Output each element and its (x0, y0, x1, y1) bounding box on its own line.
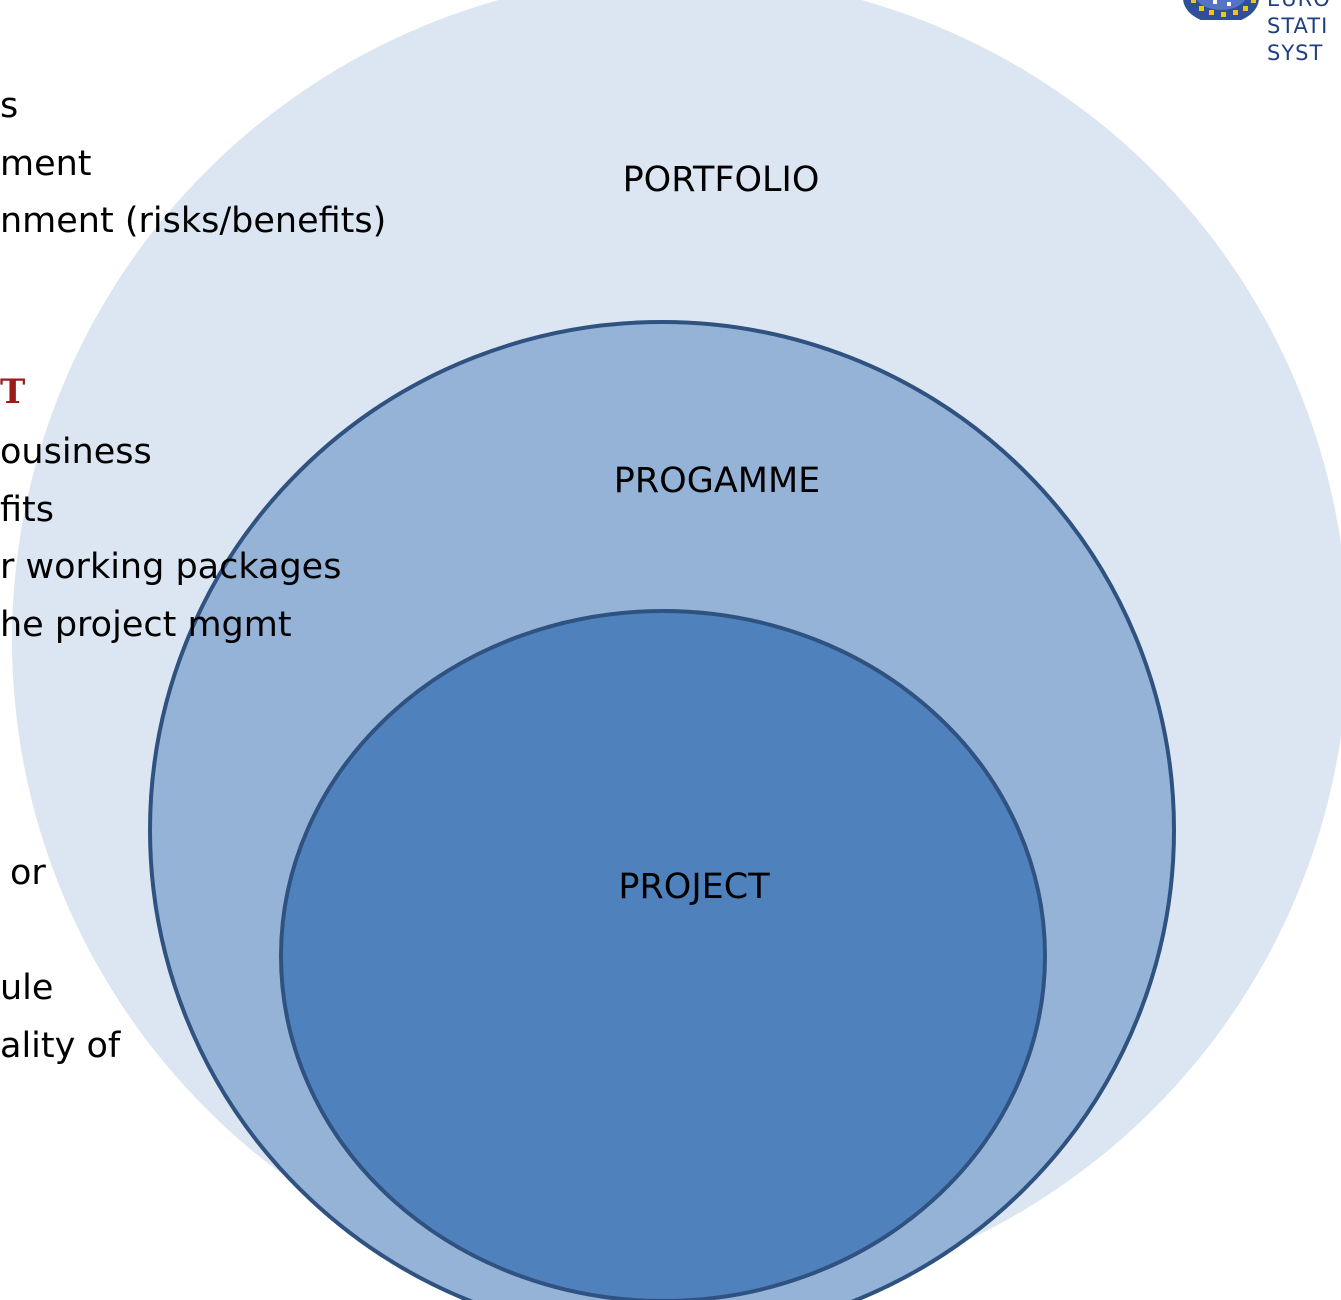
programme-text-line-2: fits (0, 490, 55, 530)
portfolio-label: PORTFOLIO (623, 160, 820, 200)
project-label: PROJECT (618, 867, 770, 907)
portfolio-text-line-2: ment (0, 144, 92, 184)
project-circle (279, 609, 1047, 1300)
programme-label: PROGAMME (614, 461, 821, 501)
project-text-line-3: ality of (0, 1026, 121, 1066)
programme-heading: T (0, 372, 26, 412)
programme-text-line-1: ousiness (0, 432, 152, 472)
logo-text-line-1: EURO (1267, 0, 1331, 10)
portfolio-text-line-1: s (0, 86, 19, 126)
stars-circle-icon (1183, 0, 1259, 20)
programme-text-line-3: r working packages (0, 547, 342, 587)
portfolio-text-line-3: nment (risks/benefits) (0, 201, 387, 241)
programme-text-line-4: he project mgmt (0, 605, 292, 645)
logo-text-line-2: STATI (1267, 14, 1329, 38)
project-text-line-1: or (10, 853, 46, 893)
logo-text-line-3: SYST (1267, 41, 1324, 65)
ess-logo: EURO STATI SYST (1181, 0, 1341, 100)
project-text-line-2: ule (0, 968, 54, 1008)
